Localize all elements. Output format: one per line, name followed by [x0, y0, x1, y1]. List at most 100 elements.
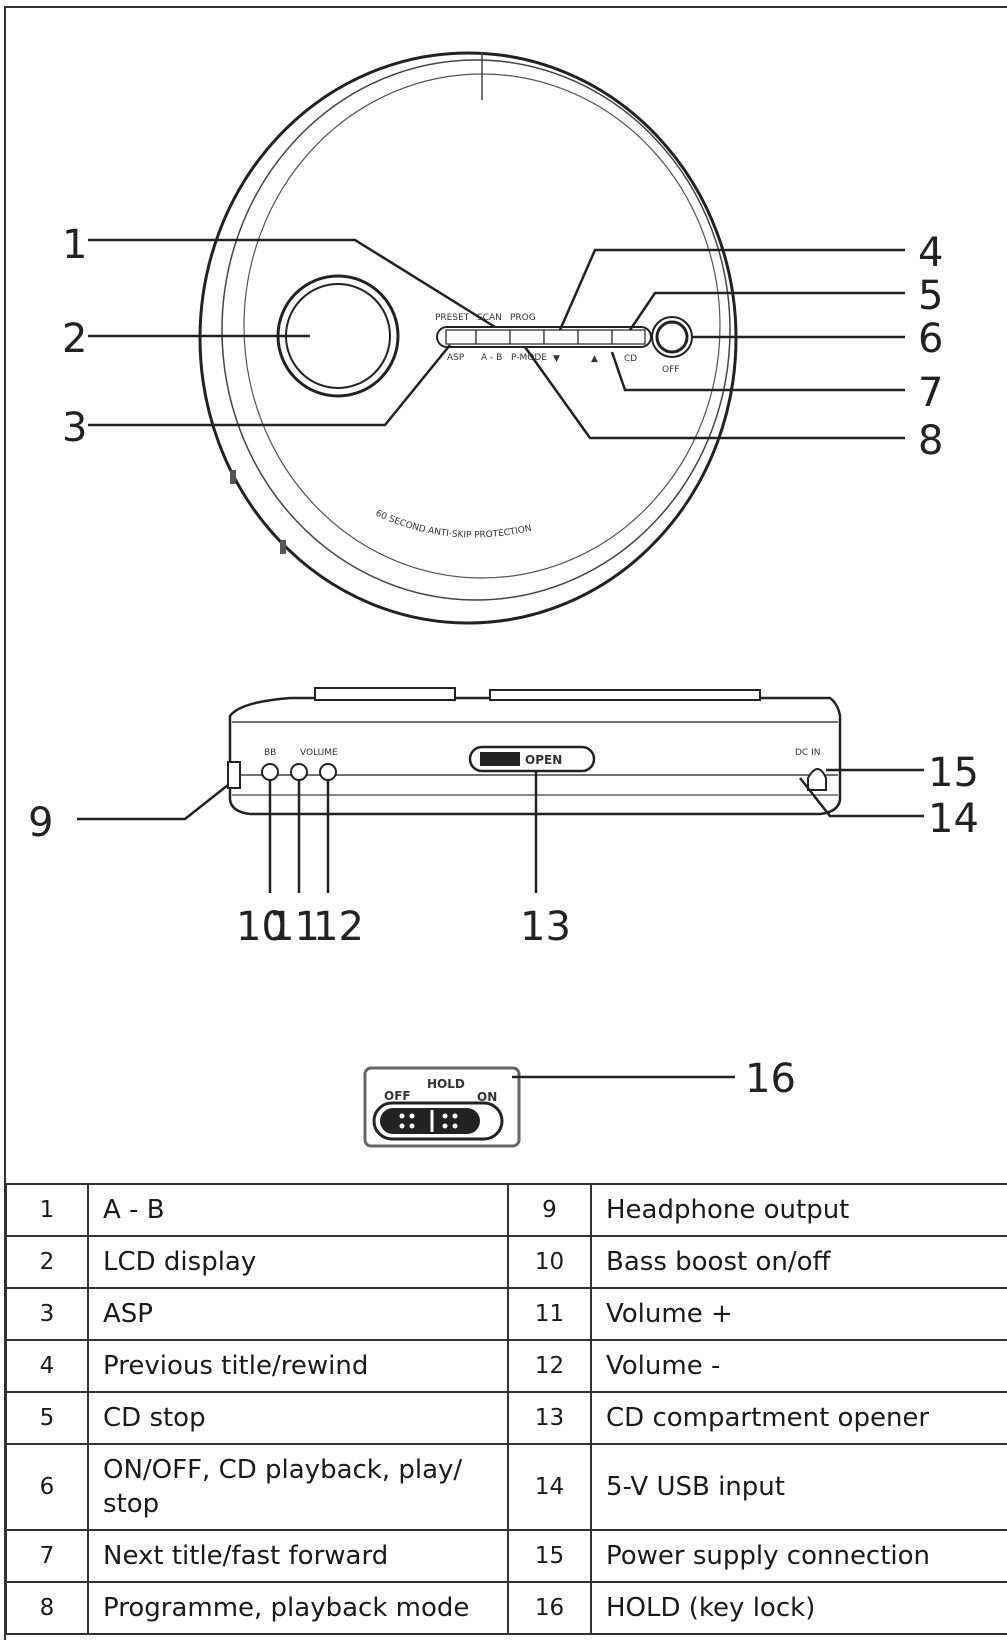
hold-switch-slider[interactable]: [380, 1108, 480, 1134]
legend-number: 8: [5, 1581, 89, 1635]
legend-number: 6: [5, 1443, 89, 1531]
side-top-detail: [314, 687, 456, 701]
legend-description: Volume -: [590, 1339, 1007, 1393]
callout-10: 10: [236, 904, 287, 950]
legend-number: 9: [507, 1183, 592, 1237]
legend-description: CD compartment opener: [590, 1391, 1007, 1445]
cd-player-diagram: PRESET SCAN PROG ASP A - B P-MODE ▼ ▲ CD…: [28, 51, 979, 1148]
cd-player-side-view: OPEN BB VOLUME DC IN: [227, 687, 842, 816]
callout-2: 2: [62, 316, 87, 362]
callout-5: 5: [918, 273, 943, 319]
legend-row: 8 Programme, playback mode 16 HOLD (key …: [5, 1581, 1007, 1635]
side-tab: [280, 540, 286, 554]
side-button-row: [489, 689, 761, 701]
bass-boost-jack[interactable]: [261, 763, 279, 781]
legend-number: 7: [5, 1529, 89, 1583]
legend-row: 6 ON/OFF, CD playback, play/ stop 14 5-V…: [5, 1443, 1007, 1531]
legend-number: 4: [5, 1339, 89, 1393]
label-pmode: P-MODE: [511, 353, 547, 363]
label-hold-off: OFF: [384, 1089, 411, 1103]
legend-number: 15: [507, 1529, 592, 1583]
hold-switch: HOLD OFF ON: [363, 1066, 521, 1148]
headphone-output-port[interactable]: [227, 761, 241, 789]
label-prog: PROG: [510, 313, 536, 323]
label-dc-in: DC IN: [795, 748, 820, 758]
legend-row: 5 CD stop 13 CD compartment opener: [5, 1391, 1007, 1445]
label-open: OPEN: [525, 753, 562, 767]
callout-9: 9: [28, 800, 53, 846]
pmode-button[interactable]: [509, 329, 545, 345]
volume-down-jack[interactable]: [319, 763, 337, 781]
label-down: ▼: [553, 354, 560, 364]
leader-lines-side: [77, 768, 924, 893]
side-tab: [230, 470, 236, 484]
legend-description: A - B: [87, 1183, 509, 1237]
label-scan: SCAN: [477, 313, 502, 323]
cd-stop-button[interactable]: [611, 329, 646, 345]
label-up: ▲: [591, 354, 598, 364]
label-cd: CD: [624, 354, 637, 364]
label-asp: ASP: [447, 353, 465, 363]
legend-description: 5-V USB input: [590, 1443, 1007, 1531]
opener-grip: [480, 752, 520, 766]
legend-description: Bass boost on/off: [590, 1235, 1007, 1289]
callout-16: 16: [745, 1056, 796, 1102]
legend-description: Programme, playback mode: [87, 1581, 509, 1635]
legend-description: ASP: [87, 1287, 509, 1341]
callout-11: 11: [269, 904, 320, 950]
label-bb: BB: [264, 748, 276, 758]
legend-description: Headphone output: [590, 1183, 1007, 1237]
label-off: OFF: [662, 365, 679, 375]
callout-14: 14: [928, 796, 979, 842]
legend-number: 16: [507, 1581, 592, 1635]
ab-button[interactable]: [475, 329, 511, 345]
label-volume: VOLUME: [300, 748, 338, 758]
legend-description: Volume +: [590, 1287, 1007, 1341]
legend-number: 10: [507, 1235, 592, 1289]
legend-number: 5: [5, 1391, 89, 1445]
legend-row: 1 A - B 9 Headphone output: [5, 1183, 1007, 1237]
legend-description: HOLD (key lock): [590, 1581, 1007, 1635]
callout-6: 6: [918, 316, 943, 362]
label-ab: A - B: [481, 353, 502, 363]
label-preset: PRESET: [435, 313, 470, 323]
asp-button[interactable]: [445, 329, 477, 345]
callout-4: 4: [918, 230, 943, 276]
power-supply-port[interactable]: [807, 768, 827, 791]
leader-lines-top: [88, 238, 905, 440]
legend-number: 12: [507, 1339, 592, 1393]
legend-row: 2 LCD display 10 Bass boost on/off: [5, 1235, 1007, 1289]
legend-number: 2: [5, 1235, 89, 1289]
legend-table: 1 A - B 9 Headphone output 2 LCD display…: [5, 1183, 1007, 1635]
next-button[interactable]: [577, 329, 613, 345]
legend-number: 14: [507, 1443, 592, 1531]
legend-number: 1: [5, 1183, 89, 1237]
callout-3: 3: [62, 405, 87, 451]
cd-player-top-view: PRESET SCAN PROG ASP A - B P-MODE ▼ ▲ CD…: [198, 51, 738, 625]
diagram-frame: [4, 6, 1007, 1640]
callout-7: 7: [918, 370, 943, 416]
legend-description: ON/OFF, CD playback, play/ stop: [87, 1443, 509, 1531]
previous-button[interactable]: [543, 329, 579, 345]
legend-number: 13: [507, 1391, 592, 1445]
legend-row: 3 ASP 11 Volume +: [5, 1287, 1007, 1341]
legend-description: CD stop: [87, 1391, 509, 1445]
label-hold-on: ON: [477, 1090, 497, 1104]
player-lid-rim: [221, 59, 731, 601]
callout-12: 12: [313, 904, 364, 950]
callout-13: 13: [520, 904, 571, 950]
legend-description: LCD display: [87, 1235, 509, 1289]
legend-description: Previous title/rewind: [87, 1339, 509, 1393]
callout-1: 1: [62, 222, 87, 268]
callout-numbers: 1 2 3 4 5 6 7 8 9 10 11 12 13 15 14 16: [28, 222, 979, 1102]
volume-up-jack[interactable]: [290, 763, 308, 781]
callout-8: 8: [918, 418, 943, 464]
legend-number: 11: [507, 1287, 592, 1341]
legend-row: 7 Next title/fast forward 15 Power suppl…: [5, 1529, 1007, 1583]
callout-15: 15: [928, 750, 979, 796]
legend-number: 3: [5, 1287, 89, 1341]
play-stop-button[interactable]: [655, 320, 689, 354]
legend-row: 4 Previous title/rewind 12 Volume -: [5, 1339, 1007, 1393]
legend-description: Next title/fast forward: [87, 1529, 509, 1583]
legend-description: Power supply connection: [590, 1529, 1007, 1583]
